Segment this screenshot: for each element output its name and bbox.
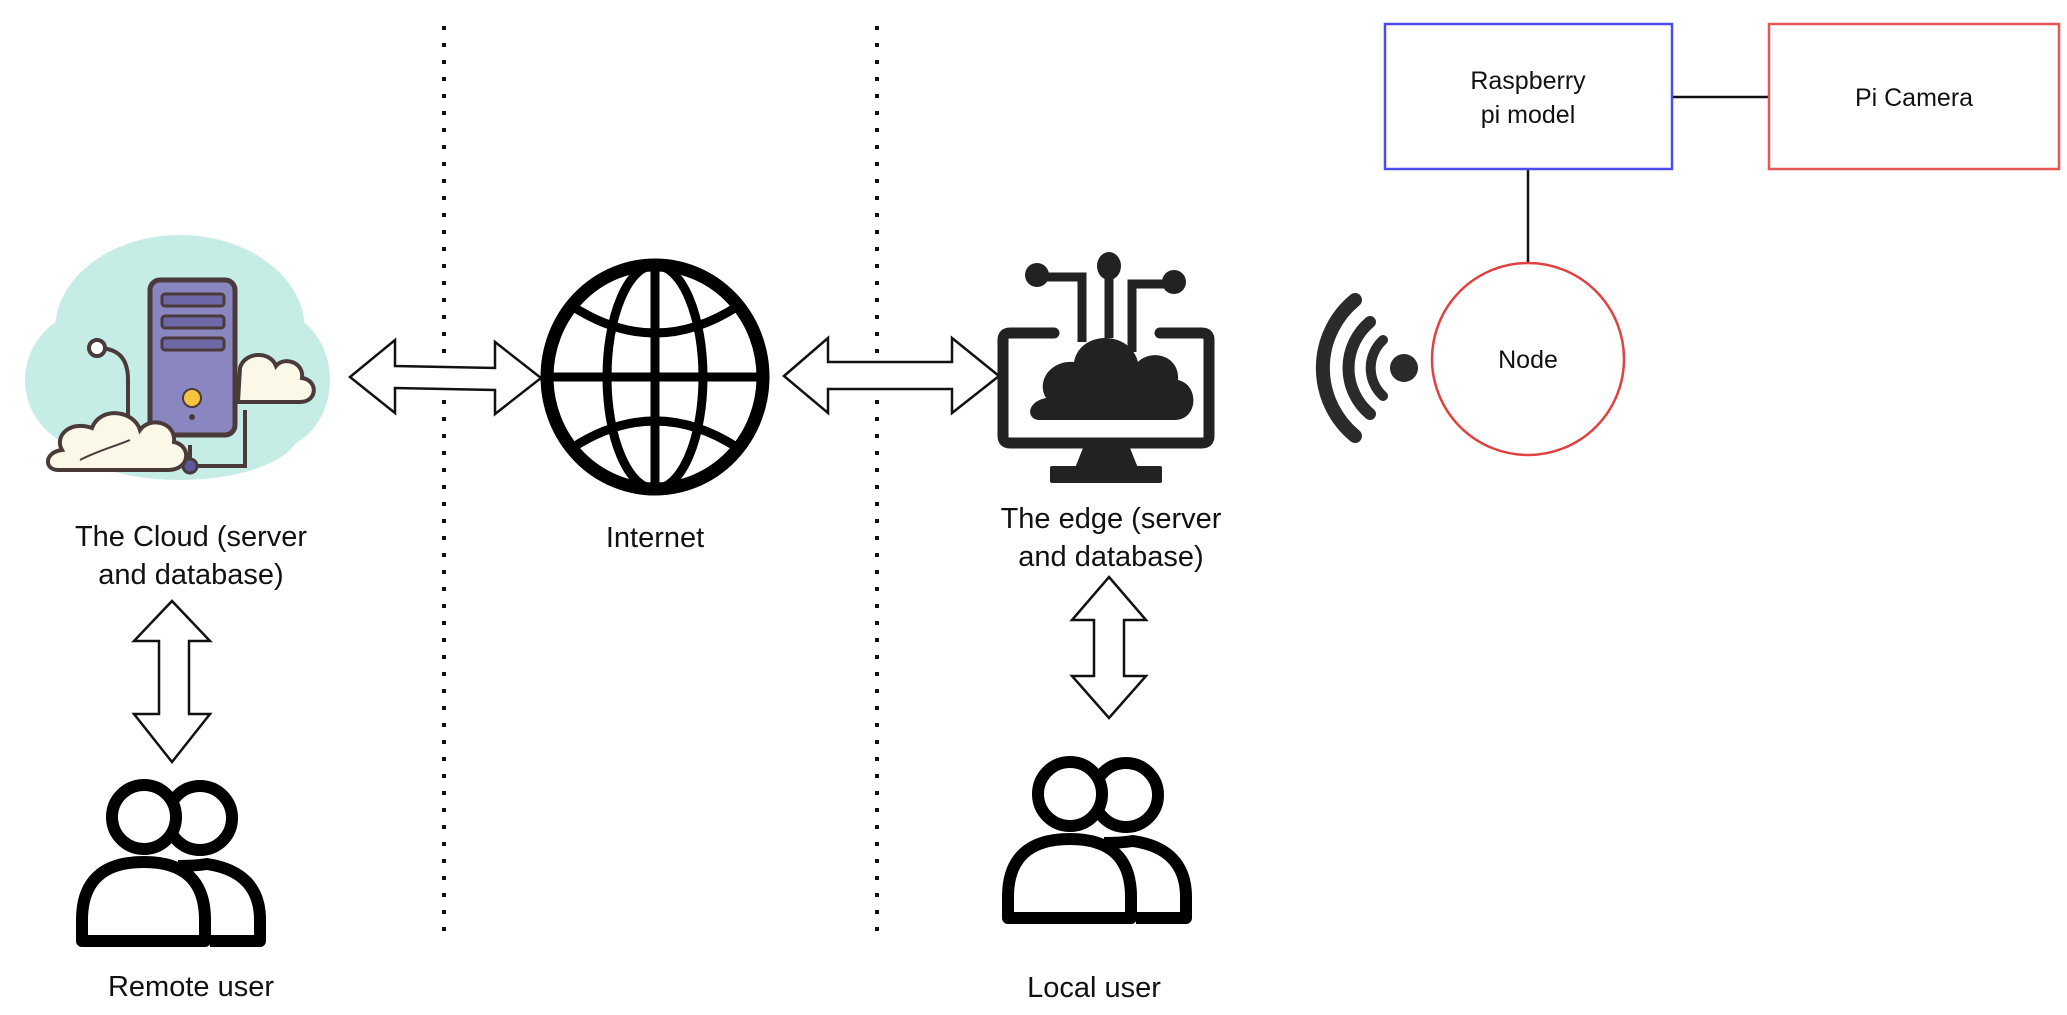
internet-label: Internet — [606, 522, 704, 554]
node-label: Node — [1498, 346, 1558, 374]
edge-label-line1: The edge (server — [1001, 503, 1222, 535]
local-user-icon — [1002, 756, 1192, 924]
edge-label-line2: and database) — [1018, 541, 1203, 573]
cloud-server-icon — [25, 235, 330, 480]
edge-cloud-monitor-icon — [997, 252, 1215, 483]
cloud-label-line2: and database) — [98, 559, 283, 591]
globe-icon — [540, 258, 770, 496]
raspberry-label-line1: Raspberry — [1470, 67, 1586, 95]
arrow-internet-edge — [782, 335, 1002, 416]
remote-user-icon — [76, 779, 266, 947]
remote-user-label: Remote user — [108, 971, 274, 1003]
local-user-label: Local user — [1027, 972, 1161, 1004]
wifi-signal-icon — [1315, 293, 1418, 443]
arrow-cloud-remote-user — [131, 599, 213, 765]
node-circle: Node — [1430, 261, 1626, 457]
pi-camera-box: Pi Camera — [1767, 22, 2061, 171]
raspberry-label-line2: pi model — [1481, 101, 1576, 129]
pi-camera-label: Pi Camera — [1855, 84, 1973, 112]
cloud-label-line1: The Cloud (server — [75, 521, 307, 553]
raspberry-pi-box: Raspberry pi model — [1383, 22, 1674, 171]
arrow-edge-local-user — [1069, 575, 1149, 720]
